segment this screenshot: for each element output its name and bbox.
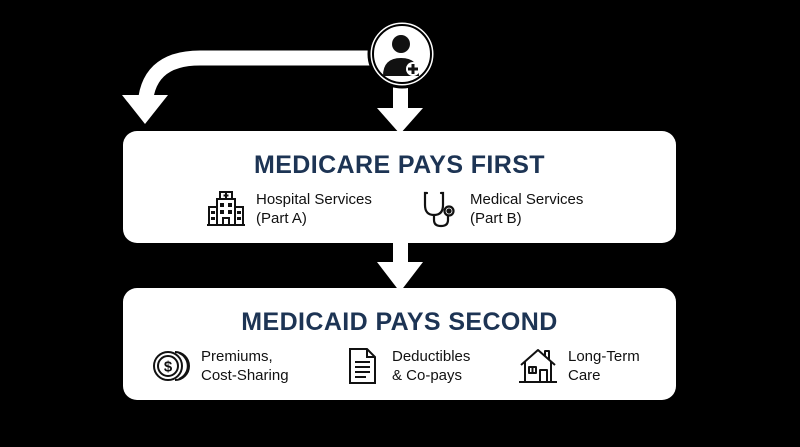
curved-arrow-line [137, 50, 370, 118]
document-icon [342, 346, 382, 386]
coins-dollar-icon: $ [151, 346, 191, 386]
premiums-label: Premiums, Cost-Sharing [201, 348, 289, 384]
long-term-care-item: Long-Term Care [518, 344, 640, 388]
medicare-box: MEDICARE PAYS FIRST Hosp [123, 131, 676, 243]
medical-services-label: Medical Services (Part B) [470, 191, 584, 227]
hospital-services-item: Hospital Services (Part A) [206, 187, 372, 231]
person-with-medical-cross-icon [366, 18, 438, 90]
hospital-building-icon [206, 189, 246, 229]
between-arrow-line [393, 240, 408, 268]
curved-arrowhead [122, 95, 168, 124]
medicaid-title: MEDICAID PAYS SECOND [241, 308, 558, 336]
deductibles-item: Deductibles & Co-pays [342, 344, 470, 388]
medicare-title: MEDICARE PAYS FIRST [254, 151, 545, 179]
long-term-care-label: Long-Term Care [568, 348, 640, 384]
medical-services-item: Medical Services (Part B) [420, 187, 583, 231]
medicaid-box: MEDICAID PAYS SECOND $ Premiums, Cost-Sh… [123, 288, 676, 400]
house-icon [518, 346, 558, 386]
between-arrowhead [377, 262, 423, 292]
premiums-item: $ Premiums, Cost-Sharing [151, 344, 289, 388]
svg-text:$: $ [164, 359, 173, 376]
hospital-services-label: Hospital Services (Part A) [256, 191, 372, 227]
stethoscope-icon [420, 189, 460, 229]
deductibles-label: Deductibles & Co-pays [392, 348, 471, 384]
person-arrowhead [377, 108, 423, 134]
